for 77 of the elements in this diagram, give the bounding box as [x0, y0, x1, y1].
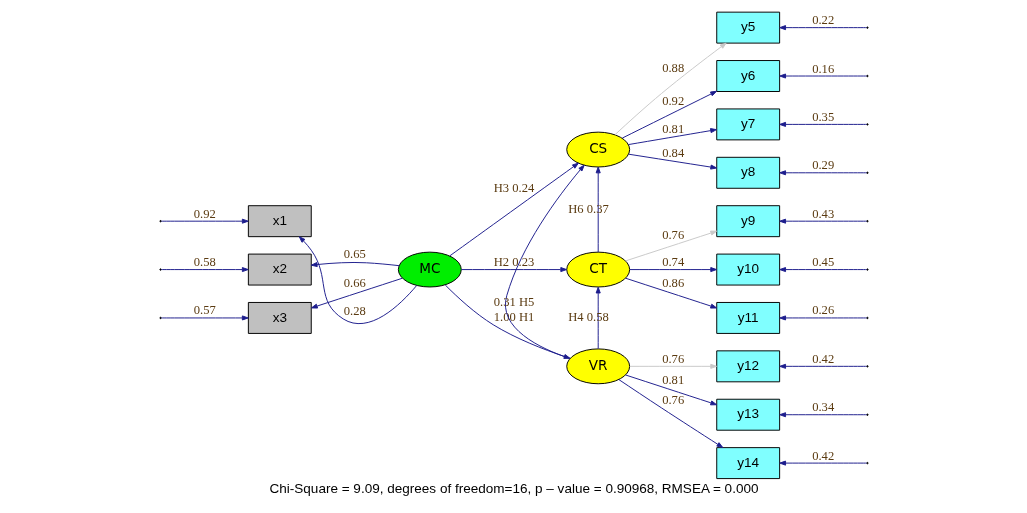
edge-label: 0.35 [811, 109, 834, 124]
edge-label: 0.34 [811, 400, 834, 415]
edge-label: 0.22 [811, 13, 834, 28]
arrow [624, 374, 717, 406]
node-box: y5 [715, 11, 780, 44]
arrow [778, 218, 867, 224]
node-box: x1 [247, 205, 312, 238]
arrow [624, 277, 717, 309]
node-box: y7 [715, 108, 780, 141]
node-ellipse: VR [565, 348, 630, 385]
edge-label: 1.00 H1 [493, 310, 534, 325]
arrow [627, 128, 717, 146]
arrow [778, 363, 867, 369]
edge-label: 0.86 [661, 276, 684, 291]
edge-label: 0.92 [193, 206, 216, 221]
edge-label: 0.31 H5 [493, 294, 534, 309]
edge-label: 0.26 [811, 303, 834, 318]
arrow [448, 162, 579, 257]
edge-label: 0.92 [661, 94, 684, 109]
arrow [310, 262, 400, 268]
arrow [627, 153, 717, 170]
edge-label: 0.81 [661, 121, 684, 136]
arrow [628, 267, 717, 273]
arrow [160, 267, 249, 273]
node-box: y13 [715, 398, 780, 431]
arrow [778, 412, 867, 418]
edge-label: 0.76 [661, 227, 684, 242]
edge-label: 0.65 [343, 247, 366, 262]
arrow [310, 277, 403, 309]
edge-label: 0.76 [661, 393, 684, 408]
edge-label: 0.29 [811, 158, 834, 173]
node-box: y12 [715, 350, 780, 383]
arrow [778, 170, 867, 176]
node-box: x3 [247, 302, 312, 334]
edge-label: 0.28 [343, 304, 366, 319]
node-ellipse: CT [565, 251, 630, 288]
edge-label: 0.43 [811, 206, 834, 221]
edge-label: H2 0.23 [493, 255, 534, 270]
node-box: y11 [715, 302, 780, 334]
arrow [160, 315, 249, 321]
arrow [778, 121, 867, 127]
arrow [595, 286, 601, 350]
edge-label: 0.74 [661, 255, 684, 270]
node-box: x2 [247, 253, 312, 286]
edge-label: 0.42 [811, 448, 834, 463]
arrow [624, 230, 717, 262]
edge-label: 0.84 [661, 145, 684, 160]
caption: Chi-Square = 9.09, degrees of freedom=16, p – value = 0.90968, RMSEA = 0.000 [269, 481, 758, 497]
node-box: y9 [715, 205, 780, 238]
node-box: y14 [715, 447, 780, 480]
arrow [778, 25, 867, 31]
edge-label: 0.58 [193, 255, 216, 270]
edge-label: 0.88 [661, 60, 684, 75]
arrow [628, 363, 717, 369]
arrow [595, 166, 601, 253]
node-box: y6 [715, 60, 780, 92]
arrow [778, 73, 867, 79]
arrow [617, 379, 723, 448]
node-box: y10 [715, 253, 780, 286]
node-box: y8 [715, 156, 780, 189]
edge-label: 0.45 [811, 255, 834, 270]
edge-label: 0.16 [811, 61, 834, 76]
arrow [460, 267, 567, 273]
arrow [160, 218, 249, 224]
edge-label: 0.66 [343, 276, 366, 291]
arrow [778, 315, 867, 321]
edge-label: 0.57 [193, 303, 216, 318]
edge-label: 0.42 [811, 351, 834, 366]
arrow [298, 236, 417, 324]
edge-label: H3 0.24 [493, 180, 534, 195]
arrow [621, 90, 717, 139]
arrow [778, 267, 867, 273]
arrow [614, 42, 727, 136]
edge-label: 0.76 [661, 351, 684, 366]
arrow [778, 460, 867, 466]
node-ellipse: MC [397, 251, 462, 288]
edge-label: 0.81 [661, 373, 684, 388]
